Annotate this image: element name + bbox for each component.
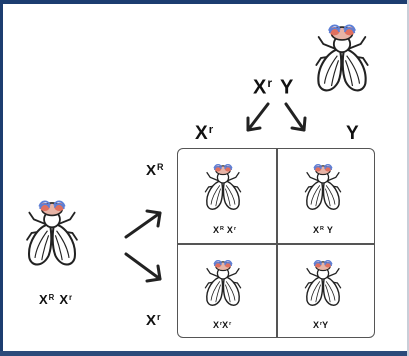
arrow-male-to-y: [284, 102, 306, 132]
female-gamete-label-1: XR: [146, 162, 164, 179]
frame-top-edge: [0, 0, 409, 4]
female-gamete-label-2: Xr: [146, 312, 161, 329]
arrow-male-to-xr: [246, 102, 270, 132]
offspring-genotype-3: XrXr: [213, 320, 232, 330]
arrow-female-to-xR: [124, 211, 162, 239]
offspring-genotype-4: XrY: [313, 320, 329, 330]
male-gamete-label-2: Y: [346, 123, 359, 144]
frame-right-edge: [407, 0, 409, 356]
fruit-fly-icon: [199, 152, 247, 222]
arrow-female-to-xr: [124, 252, 162, 281]
male-gamete-label-1: Xr: [195, 123, 214, 144]
fruit-fly-icon: [299, 248, 347, 318]
fruit-fly-icon: [299, 152, 347, 222]
grid-horizontal-divider: [178, 243, 374, 245]
frame-left-edge: [0, 0, 3, 356]
punnett-square: [177, 148, 375, 338]
fruit-fly-icon: [199, 248, 247, 318]
frame-bottom-edge: [0, 351, 409, 356]
